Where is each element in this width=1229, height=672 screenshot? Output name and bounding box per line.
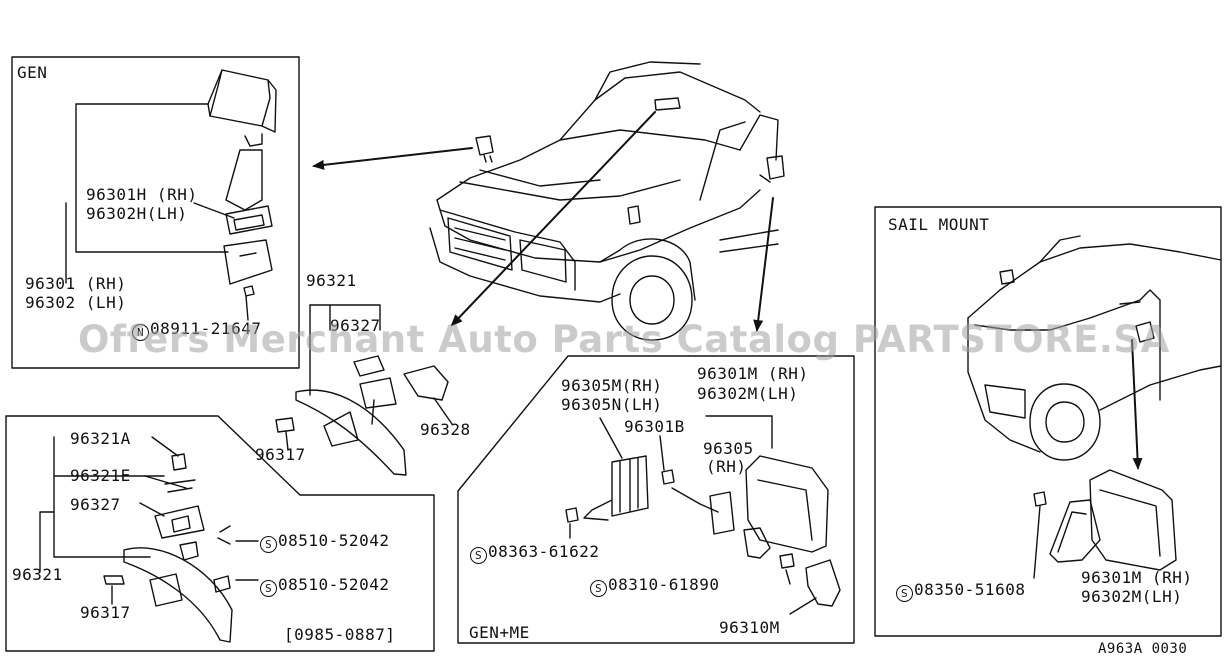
watermark: Offers Merchant Auto Parts Catalog PARTS… — [78, 318, 1170, 361]
part-label-96301[interactable]: 96301 (RH) — [25, 274, 127, 293]
part-label-96301b[interactable]: 96301B — [624, 417, 685, 436]
s-symbol: S — [590, 580, 607, 597]
arrow-to-gen-me — [753, 197, 774, 332]
s-symbol: S — [470, 547, 487, 564]
s-symbol: S — [260, 536, 277, 553]
n-symbol: N — [132, 324, 149, 341]
sail-mount-panel-title: SAIL MOUNT — [888, 215, 990, 234]
part-label-96310m[interactable]: 96310M — [719, 618, 780, 637]
date-range-label: [0985-0887] — [284, 625, 396, 644]
part-label-96321e[interactable]: 96321E — [70, 466, 131, 485]
part-label-96317-low[interactable]: 96317 — [80, 603, 131, 622]
sail-mount-assembly — [967, 235, 1222, 579]
part-label-96305[interactable]: 96305 — [703, 439, 754, 458]
arrow-to-inner-mirror — [450, 111, 656, 327]
part-label-96305-rh[interactable]: (RH) — [706, 457, 747, 476]
gen-panel-title: GEN — [17, 63, 48, 82]
part-label-96327-low[interactable]: 96327 — [70, 495, 121, 514]
sail-arrow — [1131, 339, 1143, 470]
part-label-96302h[interactable]: 96302H(LH) — [86, 204, 188, 223]
part-label-96302m-sail[interactable]: 96302M(LH) — [1081, 587, 1183, 606]
gen-panel-frame — [11, 56, 300, 369]
part-label-96301h[interactable]: 96301H (RH) — [86, 185, 198, 204]
gen-door-mirror-assembly — [207, 69, 277, 297]
truck-illustration — [429, 61, 785, 341]
part-label-96321-low[interactable]: 96321 — [12, 565, 63, 584]
part-label-96321a[interactable]: 96321A — [70, 429, 131, 448]
s-symbol: S — [260, 580, 277, 597]
gen-me-panel-frame — [457, 355, 855, 644]
top-inner-mirror-parts — [275, 304, 453, 476]
inner-mirror-panel-frame — [5, 415, 435, 652]
part-label-96302[interactable]: 96302 (LH) — [25, 293, 127, 312]
s-symbol: S — [896, 585, 913, 602]
part-label-96328[interactable]: 96328 — [420, 420, 471, 439]
gen-me-mirror-assembly — [565, 415, 841, 615]
part-label-96321-top[interactable]: 96321 — [306, 271, 357, 290]
part-label-96301m-sail[interactable]: 96301M (RH) — [1081, 568, 1193, 587]
part-label-96317-top[interactable]: 96317 — [255, 445, 306, 464]
part-label-96302m-me[interactable]: 96302M(LH) — [697, 384, 799, 403]
gen-leader-lines — [65, 103, 249, 321]
part-label-96305m[interactable]: 96305M(RH) — [561, 376, 663, 395]
sail-mount-panel-frame — [874, 206, 1222, 637]
part-label-96327-top[interactable]: 96327 — [330, 316, 381, 335]
drawing-code: A963A 0030 — [1098, 641, 1188, 657]
part-label-96305n[interactable]: 96305N(LH) — [561, 395, 663, 414]
part-label-96301m-me[interactable]: 96301M (RH) — [697, 364, 809, 383]
arrow-to-gen — [312, 147, 473, 170]
gen-me-panel-title: GEN+ME — [469, 623, 530, 642]
inner-mirror-assembly — [39, 436, 259, 643]
